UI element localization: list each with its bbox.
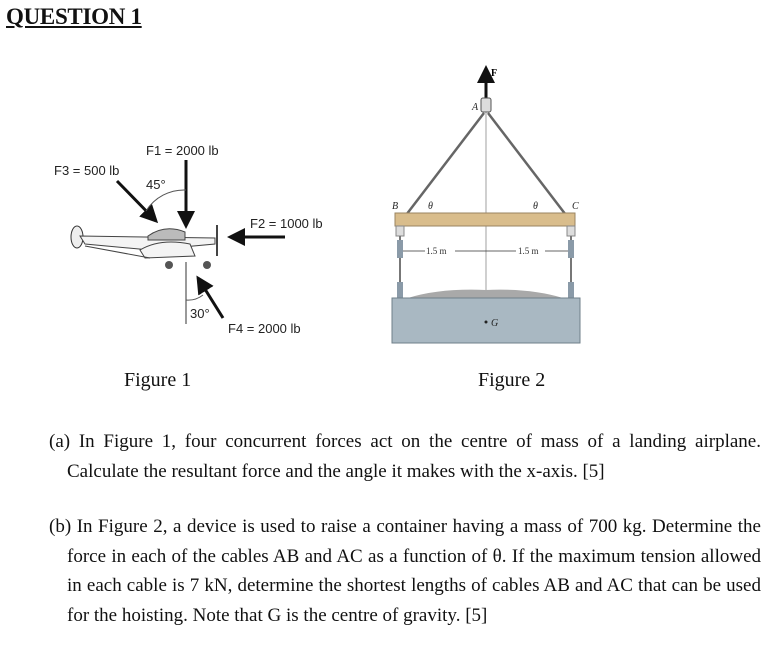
cable-ab — [402, 112, 485, 220]
figures: F1 = 2000 lb F3 = 500 lb 45° F2 = 1000 l… — [54, 65, 581, 344]
cable-ac — [487, 112, 570, 220]
question-b-text: (b) In Figure 2, a device is used to rai… — [49, 516, 761, 626]
question-title: QUESTION 1 — [6, 4, 142, 29]
f3-label: F3 = 500 lb — [54, 163, 119, 178]
figure-1-caption: Figure 1 — [124, 369, 192, 391]
point-c-label: C — [572, 201, 579, 212]
ring-a — [480, 97, 492, 113]
dim-right-label: 1.5 m — [518, 246, 539, 256]
point-g-label: G — [491, 318, 498, 329]
figure-1: F1 = 2000 lb F3 = 500 lb 45° F2 = 1000 l… — [54, 143, 323, 336]
question-a-text: (a) In Figure 1, four concurrent forces … — [49, 431, 761, 482]
angle-30-label: 30° — [190, 306, 210, 321]
f4-arrow — [196, 275, 225, 319]
spreader-beam — [394, 212, 576, 227]
f4-label: F4 = 2000 lb — [228, 321, 301, 336]
figure-2-caption: Figure 2 — [478, 369, 546, 391]
f1-label: F1 = 2000 lb — [146, 143, 219, 158]
load-material — [408, 289, 563, 298]
airplane-icon — [70, 225, 218, 269]
theta-right-label: θ — [533, 201, 538, 212]
question-a: (a) In Figure 1, four concurrent forces … — [49, 427, 761, 486]
figure-2: F A B C θ θ 1.5 m 1.5 m G — [391, 65, 581, 344]
f2-label: F2 = 1000 lb — [250, 216, 323, 231]
angle-45-label: 45° — [146, 177, 166, 192]
f3-arrow — [115, 179, 159, 224]
question-b: (b) In Figure 2, a device is used to rai… — [49, 512, 761, 630]
point-a-label: A — [471, 102, 479, 113]
force-label: F — [491, 68, 497, 79]
dim-left-label: 1.5 m — [426, 246, 447, 256]
theta-left-label: θ — [428, 201, 433, 212]
point-b-label: B — [392, 201, 398, 212]
